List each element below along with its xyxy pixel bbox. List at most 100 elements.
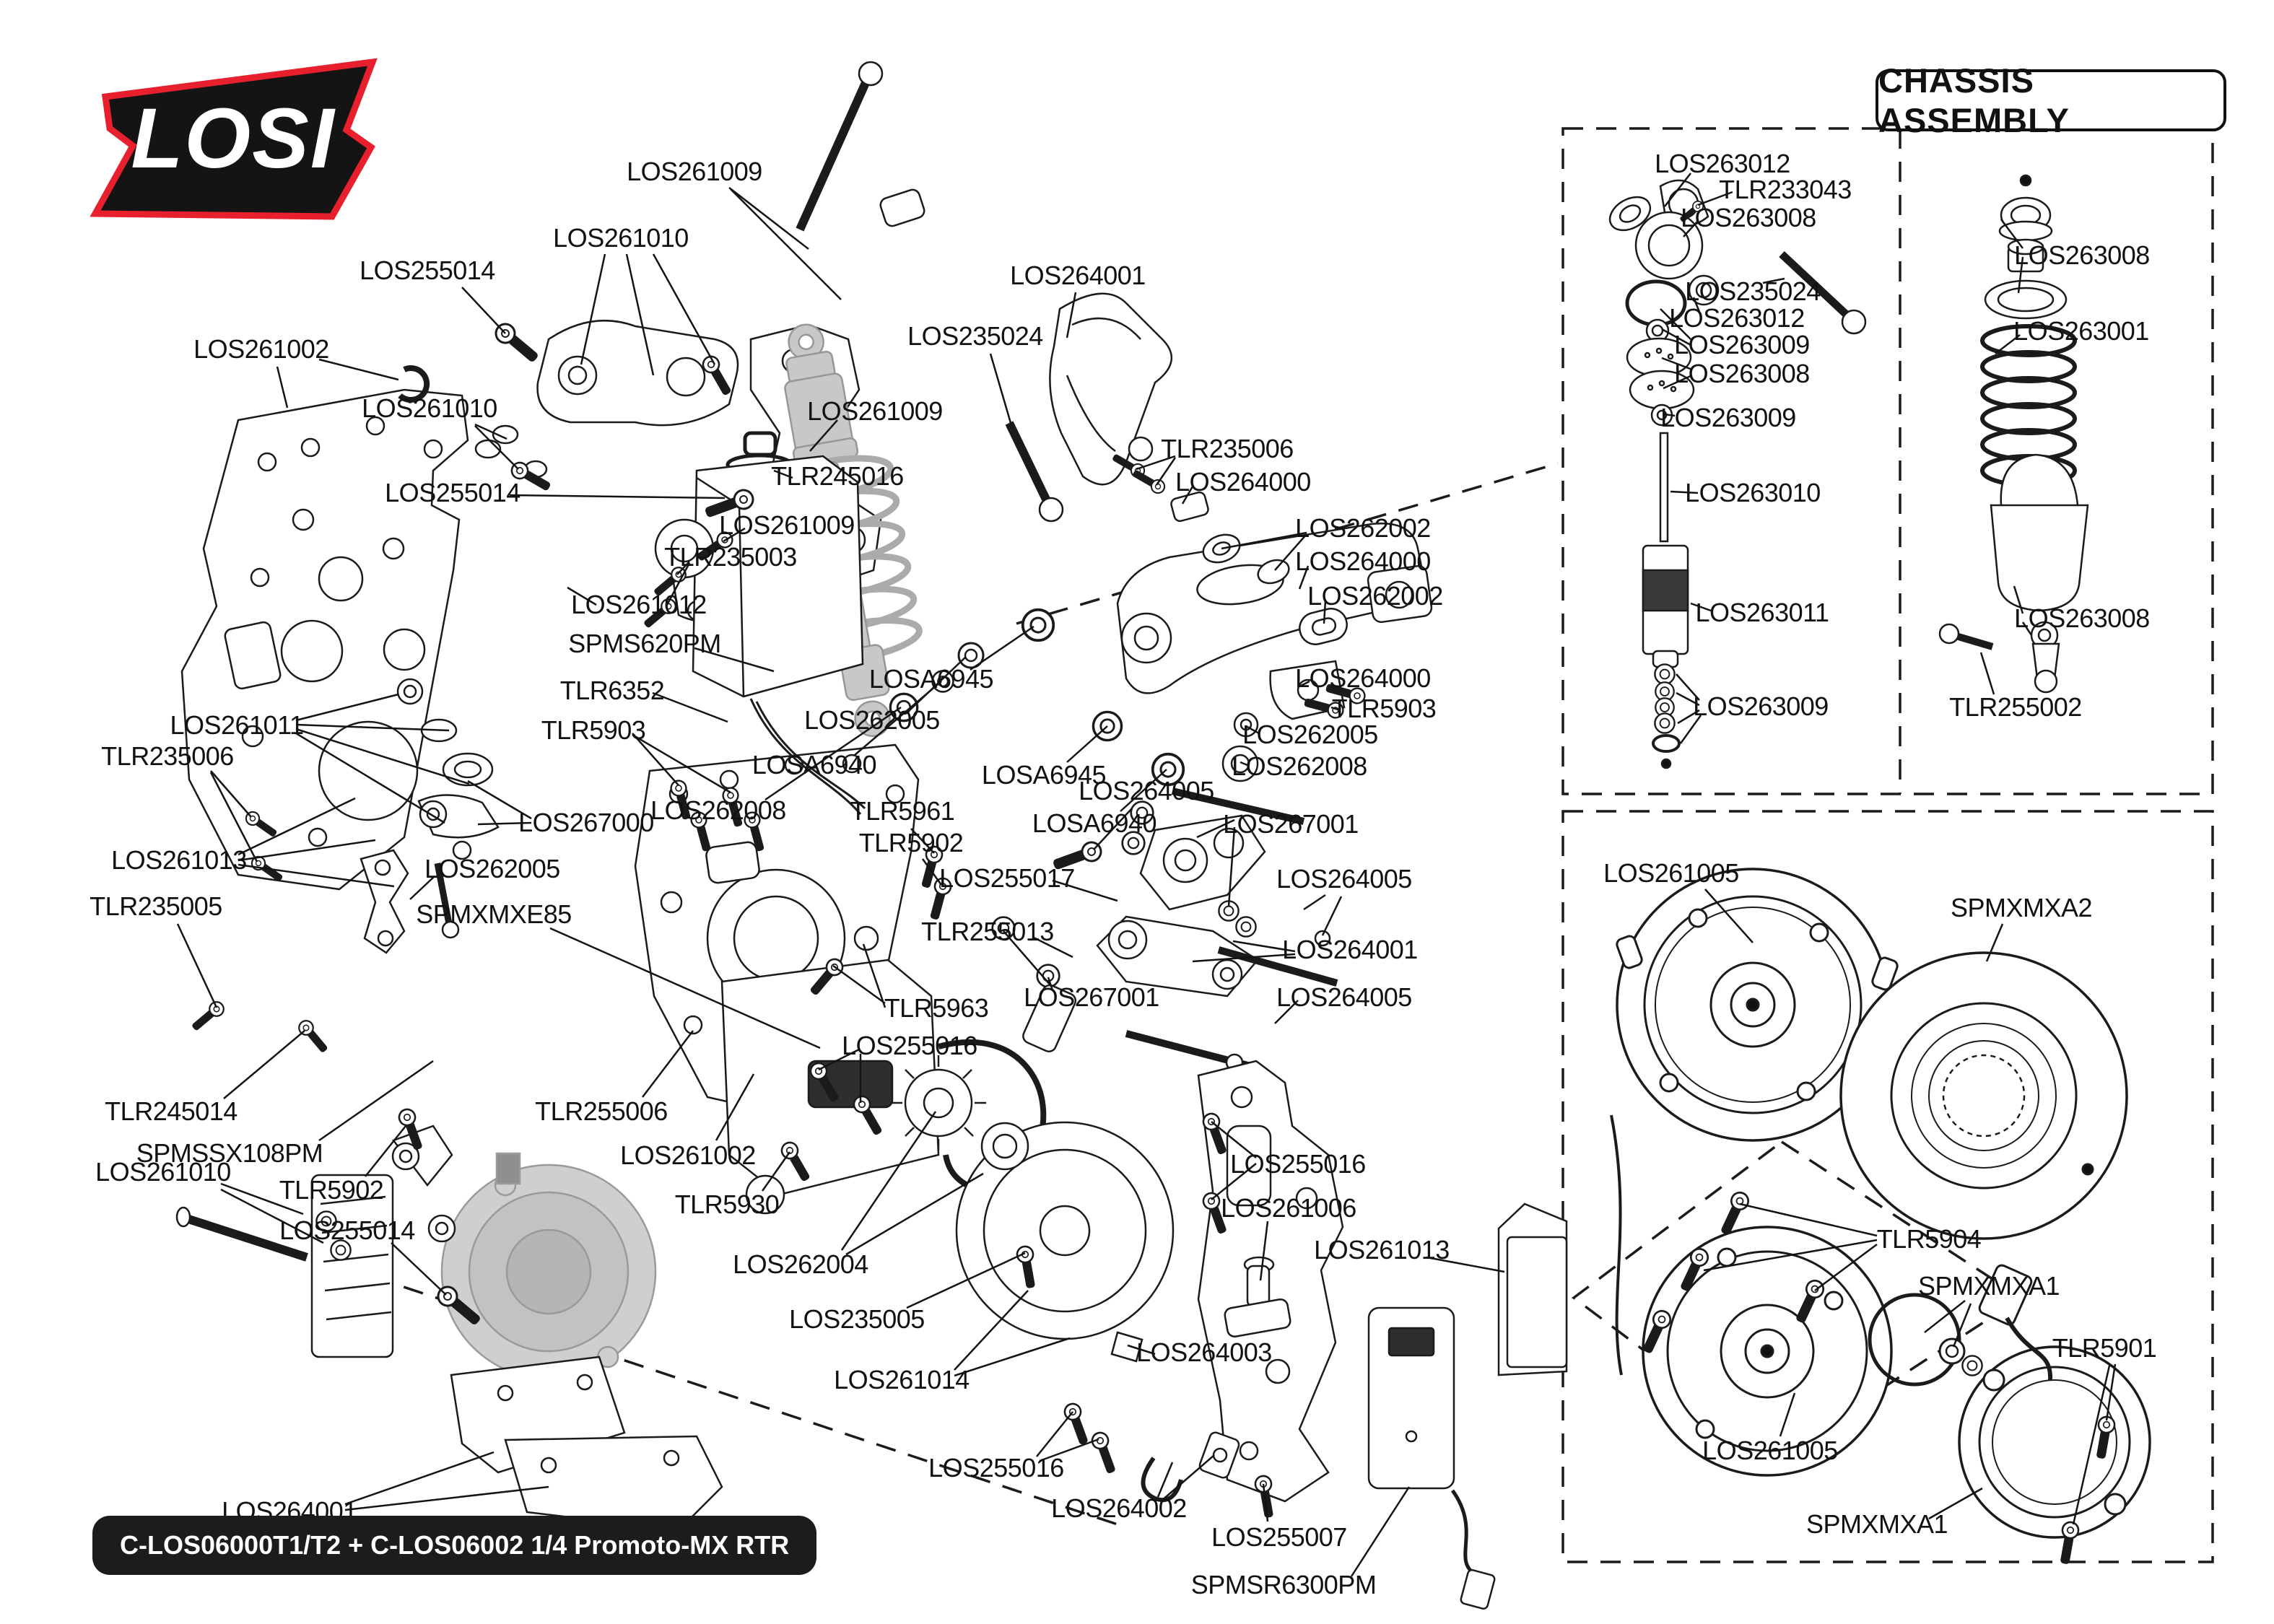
rear-guard-drawing xyxy=(1049,292,1173,486)
part-label: TLR245014 xyxy=(105,1096,238,1126)
part-label: LOS261012 xyxy=(571,590,707,619)
chassis-assembly-title-text: CHASSIS ASSEMBLY xyxy=(1878,61,2070,139)
part-label: SPMXMXA2 xyxy=(1950,893,2093,922)
part-label: LOS261010 xyxy=(95,1157,231,1187)
part-label: LOS261010 xyxy=(553,223,689,253)
part-label: LOS261005 xyxy=(1603,858,1739,888)
part-label: SPMSSX108PM xyxy=(136,1138,323,1168)
part-label: LOS261002 xyxy=(193,334,329,364)
part-label: LOS264001 xyxy=(1282,935,1418,964)
part-label: TLR6352 xyxy=(559,676,665,705)
leader-lines xyxy=(176,173,2117,1577)
losi-logo-text: LOSI xyxy=(131,91,336,186)
part-label: TLR235003 xyxy=(664,542,797,572)
part-label: LOS261010 xyxy=(362,393,497,423)
part-label: SPMSR6300PM xyxy=(1190,1570,1377,1599)
part-label: TLR245016 xyxy=(771,461,904,491)
part-label: LOS261014 xyxy=(834,1365,970,1394)
part-label: LOS263008 xyxy=(1674,359,1810,388)
part-label: LOS263012 xyxy=(1655,149,1790,178)
part-label: LOS255014 xyxy=(360,256,495,285)
part-label: SPMXMXA1 xyxy=(1805,1509,1948,1539)
part-label: LOS267000 xyxy=(518,808,654,837)
servo-link-drawing xyxy=(360,849,409,954)
part-label: LOS264001 xyxy=(1010,261,1146,290)
part-label: TLR5903 xyxy=(541,715,646,745)
part-label: LOS261013 xyxy=(1314,1235,1450,1265)
gear-plate-drawing xyxy=(777,955,1175,1476)
part-label: TLR255006 xyxy=(535,1096,668,1126)
part-label: TLR255002 xyxy=(1949,692,2082,722)
part-label: LOS235005 xyxy=(789,1304,925,1334)
part-label: LOS255014 xyxy=(279,1215,415,1245)
part-label: LOS264000 xyxy=(1175,467,1311,497)
chassis-assembly-title: CHASSIS ASSEMBLY xyxy=(1876,61,2226,139)
shock-detail-panel-drawing xyxy=(1608,174,2089,769)
hinge-fin-assembly-drawing xyxy=(175,998,485,1358)
part-label: LOS262004 xyxy=(733,1249,868,1279)
part-label: LOS264000 xyxy=(1295,663,1431,693)
part-label: LOS262008 xyxy=(650,795,786,825)
part-label: LOSA6940 xyxy=(1032,808,1157,838)
part-label: LOS261009 xyxy=(807,396,943,426)
part-label: LOS261009 xyxy=(719,510,855,540)
part-label: LOS235024 xyxy=(907,321,1043,351)
part-label: TLR233043 xyxy=(1719,175,1852,204)
part-label: TLR235006 xyxy=(101,741,234,771)
part-label: LOS255007 xyxy=(1211,1522,1347,1552)
part-label: SPMXMXE85 xyxy=(416,899,572,929)
main-exploded-drawing xyxy=(175,61,1623,1610)
part-label: TLR235006 xyxy=(1161,434,1294,463)
part-label: LOS261009 xyxy=(627,157,762,186)
part-label: LOS263008 xyxy=(2014,603,2150,633)
losi-logo-shape xyxy=(90,58,378,220)
part-label: LOS255017 xyxy=(939,863,1075,893)
footer-part-code-text: C-LOS06000T1/T2 + C-LOS06002 1/4 Promoto… xyxy=(120,1530,790,1560)
swingarm-drawing xyxy=(1116,523,1433,782)
part-label: LOS263009 xyxy=(1693,691,1829,721)
part-label: LOS264005 xyxy=(1276,864,1412,894)
part-label: LOS262005 xyxy=(804,705,940,735)
part-label: LOS267001 xyxy=(1024,982,1159,1012)
part-label: LOSA6945 xyxy=(981,760,1107,790)
part-label: LOS264005 xyxy=(1276,982,1412,1012)
part-label: LOS262002 xyxy=(1295,513,1431,543)
motor-gray-drawing xyxy=(440,1152,657,1380)
part-label: LOS255016 xyxy=(842,1031,977,1060)
losi-logo: LOSI xyxy=(85,52,381,229)
part-label: LOS263011 xyxy=(1695,598,1830,627)
part-label: LOS263010 xyxy=(1685,478,1821,507)
part-label: LOS267001 xyxy=(1223,809,1359,839)
part-label: LOS261013 xyxy=(111,845,247,875)
part-label: TLR5901 xyxy=(2052,1333,2157,1363)
skid-plates-drawing xyxy=(450,1355,723,1532)
part-label: TLR5903 xyxy=(1331,694,1437,723)
chassis-side-plate-drawing xyxy=(180,388,469,891)
part-label: LOS264005 xyxy=(1079,776,1214,806)
part-label: LOS262002 xyxy=(1307,581,1443,611)
part-label: TLR5902 xyxy=(858,828,964,857)
part-label: LOS255016 xyxy=(928,1453,1064,1483)
footer-part-code-badge: C-LOS06000T1/T2 + C-LOS06002 1/4 Promoto… xyxy=(92,1516,817,1575)
part-label: LOS255014 xyxy=(385,478,520,507)
part-label: LOS262005 xyxy=(424,854,560,883)
part-label: LOS263008 xyxy=(2014,240,2150,270)
part-label: TLR255013 xyxy=(921,917,1054,946)
steering-servo-drawing xyxy=(654,455,866,853)
part-label: LOSA6940 xyxy=(752,750,877,780)
part-label: TLR5902 xyxy=(279,1175,384,1205)
part-label: LOS263001 xyxy=(2013,316,2149,346)
steering-post-parts-drawing xyxy=(396,678,500,939)
part-label: SPMXMXA1 xyxy=(1917,1271,2060,1301)
part-label: LOS235024 xyxy=(1685,276,1821,306)
part-label: LOS263012 xyxy=(1669,303,1805,333)
part-label: LOS255016 xyxy=(1230,1149,1366,1179)
part-label: LOS264003 xyxy=(1136,1337,1272,1367)
part-label: LOSA6945 xyxy=(868,664,994,694)
part-label: LOS262005 xyxy=(1242,720,1378,749)
rear-frame-drawing xyxy=(1110,1060,1344,1519)
part-label: LOS261011 xyxy=(170,710,305,740)
part-label: TLR5961 xyxy=(850,796,955,826)
part-label: LOS262008 xyxy=(1232,751,1367,781)
part-label: TLR235005 xyxy=(90,891,222,921)
